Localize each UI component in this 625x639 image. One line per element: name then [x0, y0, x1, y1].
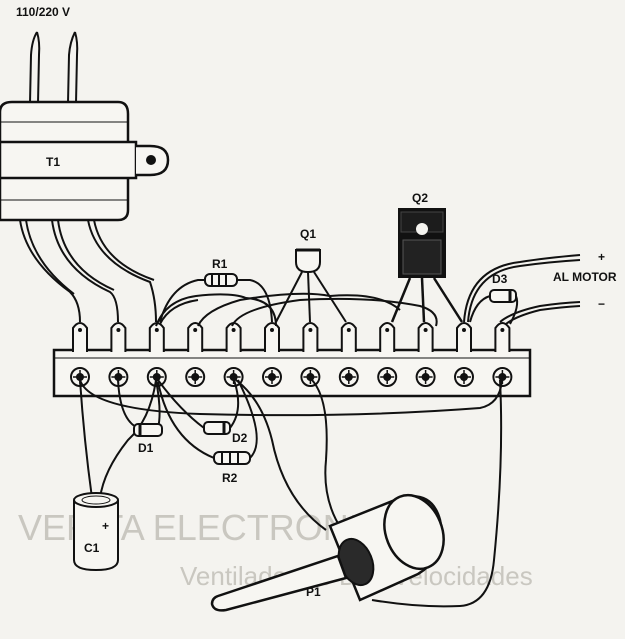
capacitor-c1: + C1: [73, 492, 119, 572]
solder-lug-hole: [308, 328, 313, 332]
terminal-screw: [377, 367, 398, 387]
terminal-screw: [300, 367, 321, 387]
solder-lug-hole: [500, 328, 505, 332]
c1-polarity: +: [102, 519, 109, 533]
d3-label: D3: [492, 272, 508, 286]
q1-label: Q1: [300, 227, 316, 241]
terminal-screw: [415, 367, 436, 387]
solder-lug: [379, 322, 396, 352]
transformer-secondary-wires: [19, 219, 157, 323]
mains-leads: [29, 31, 79, 104]
solder-lug-hole: [462, 328, 466, 332]
terminal-screw: [454, 367, 474, 387]
solder-lug-hole: [385, 328, 390, 332]
solder-lug: [187, 322, 204, 352]
solder-lug: [72, 322, 88, 352]
solder-lug: [110, 322, 127, 352]
r2-label: R2: [222, 471, 238, 485]
d2-label: D2: [232, 431, 248, 445]
solder-lug: [456, 322, 472, 352]
solder-lug: [302, 322, 319, 352]
potentiometer-p1: P1: [210, 493, 445, 612]
motor-label: AL MOTOR: [553, 270, 617, 284]
bottom-wiring: [79, 379, 503, 499]
solder-lug: [225, 322, 242, 352]
supply-label: 110/220 V: [16, 5, 70, 19]
solder-lug: [494, 322, 511, 352]
solder-lug: [340, 322, 357, 352]
transistor-q1: Q1: [275, 227, 347, 323]
resistor-r1: R1: [159, 257, 273, 323]
transistor-q2: Q2: [390, 191, 464, 323]
solder-lug-hole: [231, 328, 236, 332]
terminal-screw: [262, 367, 282, 387]
terminal-strip: [52, 322, 532, 398]
motor-minus: −: [598, 297, 605, 311]
solder-lug: [264, 322, 280, 352]
c1-label: C1: [84, 541, 100, 555]
solder-lug: [148, 322, 165, 352]
r1-label: R1: [212, 257, 228, 271]
solder-lug-hole: [193, 328, 198, 332]
solder-lug-hole: [346, 328, 351, 332]
q2-label: Q2: [412, 191, 428, 205]
transformer-label: T1: [46, 155, 60, 169]
resistor-r2: R2: [157, 379, 258, 485]
d1-label: D1: [138, 441, 154, 455]
solder-lug-hole: [154, 328, 159, 332]
p1-wiring: [235, 379, 503, 608]
terminal-screw: [185, 367, 206, 387]
motor-wires: [463, 254, 581, 325]
solder-lug-hole: [270, 328, 274, 332]
transformer-t1: T1: [0, 100, 170, 222]
terminal-screw: [492, 367, 513, 387]
diode-d2: D2: [157, 379, 248, 445]
terminal-lugs: [72, 322, 511, 352]
top-wiring: [155, 292, 438, 327]
solder-lug-hole: [116, 328, 121, 332]
diode-d1: D1: [117, 379, 163, 455]
motor-plus: +: [598, 250, 605, 264]
solder-lug: [417, 322, 434, 352]
solder-lug-hole: [423, 328, 428, 332]
terminal-screw: [338, 367, 359, 387]
solder-lug-hole: [78, 328, 82, 332]
diode-d3: D3: [469, 272, 519, 325]
p1-label: P1: [306, 585, 321, 599]
